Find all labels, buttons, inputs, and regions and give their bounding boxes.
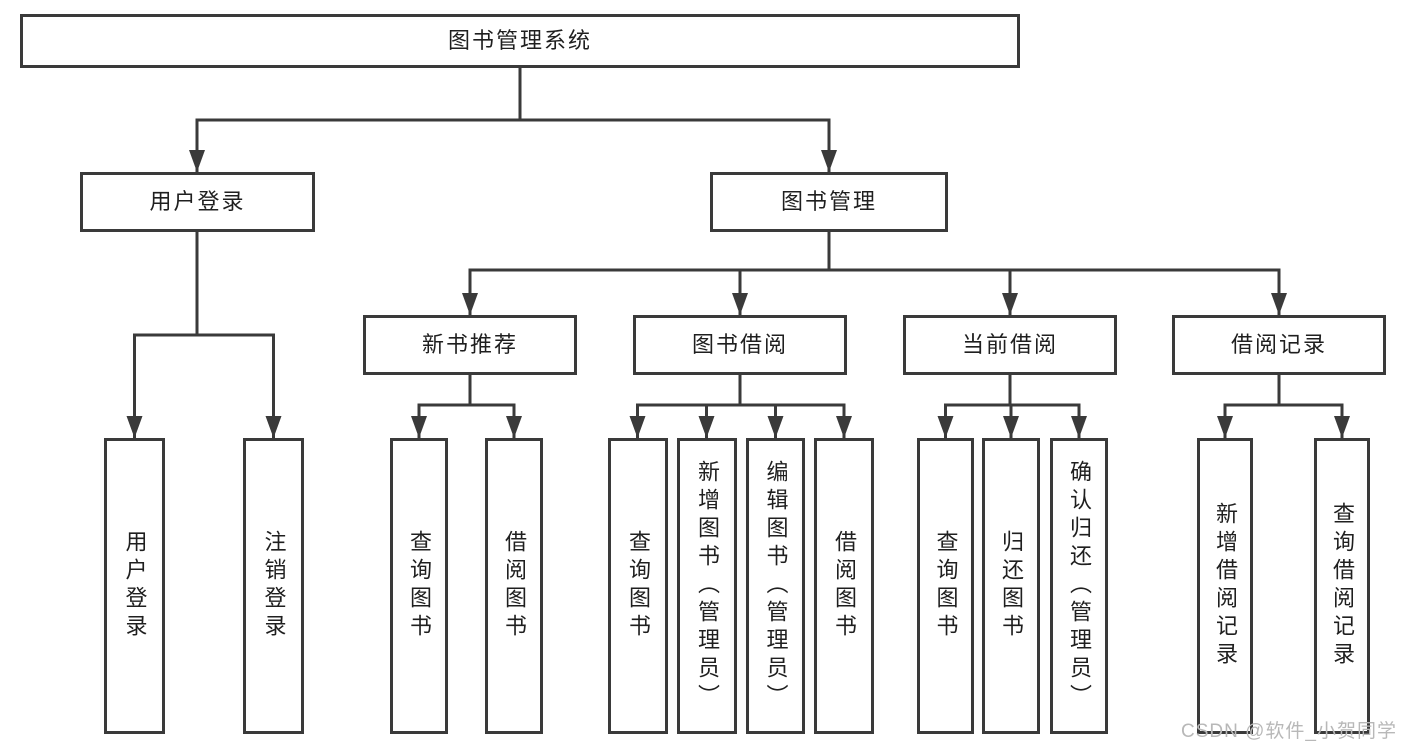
leaf-borrow-books-recommend: 借阅图书: [485, 438, 543, 734]
node-current-borrowing: 当前借阅: [903, 315, 1117, 375]
node-borrowing-records: 借阅记录: [1172, 315, 1386, 375]
leaf-logout: 注销登录: [243, 438, 304, 734]
node-user-login: 用户登录: [80, 172, 315, 232]
node-book-borrowing: 图书借阅: [633, 315, 847, 375]
leaf-query-books-recommend: 查询图书: [390, 438, 448, 734]
leaf-add-books-admin: 新增图书（管理员）: [677, 438, 737, 734]
csdn-watermark: CSDN @软件_小贺同学: [1181, 721, 1397, 742]
node-library-management-system: 图书管理系统: [20, 14, 1020, 68]
connector-group: [126, 68, 1350, 438]
leaf-query-books-borrow: 查询图书: [608, 438, 668, 734]
leaf-edit-books-admin: 编辑图书（管理员）: [746, 438, 805, 734]
node-new-book-recommendation: 新书推荐: [363, 315, 577, 375]
leaf-add-borrow-record: 新增借阅记录: [1197, 438, 1253, 734]
node-book-management: 图书管理: [710, 172, 948, 232]
leaf-query-books-current: 查询图书: [917, 438, 974, 734]
leaf-query-borrow-record: 查询借阅记录: [1314, 438, 1370, 734]
leaf-borrow-books: 借阅图书: [814, 438, 874, 734]
leaf-user-login: 用户登录: [104, 438, 165, 734]
leaf-confirm-return-admin: 确认归还（管理员）: [1050, 438, 1108, 734]
leaf-return-books: 归还图书: [982, 438, 1040, 734]
